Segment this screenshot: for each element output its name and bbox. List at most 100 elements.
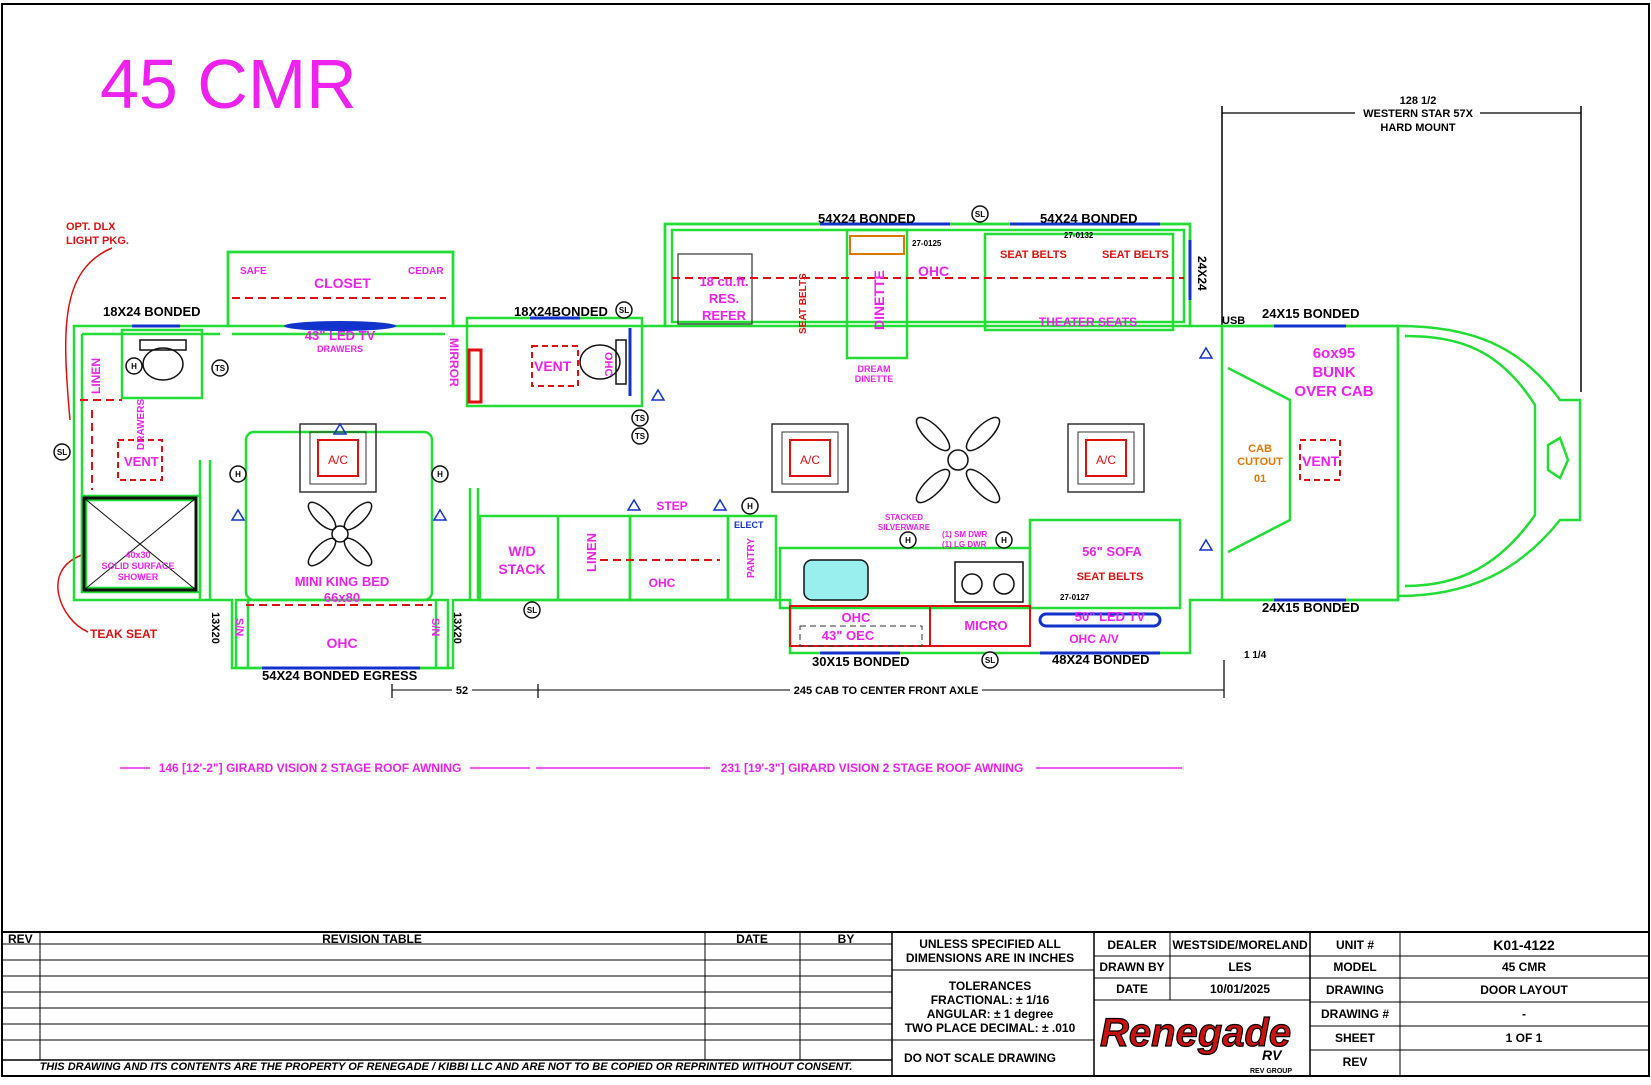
ac-unit-mid: A/C — [771, 423, 849, 493]
awning-rear: 146 [12'-2"] GIRARD VISION 2 STAGE ROOF … — [159, 761, 462, 775]
ac-unit-bedroom: A/C — [299, 423, 377, 493]
drawing-title: 45 CMR — [100, 45, 357, 123]
label-linen-left: LINEN — [89, 358, 103, 394]
opt-light-leader — [65, 247, 113, 421]
brand-logo-text: Renegade — [1100, 1011, 1291, 1055]
svg-text:SL: SL — [975, 210, 985, 219]
svg-text:H: H — [437, 470, 443, 479]
label-theater-seats: THEATER SEATS — [1039, 315, 1137, 329]
label-bunk-2: BUNK — [1312, 364, 1355, 381]
triangle-icon — [230, 508, 246, 521]
ts-symbol: TS — [631, 427, 649, 445]
label-seat-belts-vertical: SEAT BELTS — [798, 273, 809, 334]
tb-dealer-label: DEALER — [1107, 938, 1157, 952]
ac-unit-front: A/C — [1067, 423, 1145, 493]
triangle-icon — [712, 498, 728, 511]
label-vent-front: VENT — [1302, 453, 1340, 469]
triangle-icon — [1198, 538, 1214, 551]
svg-text:H: H — [1001, 536, 1007, 545]
label-linen-mid: LINEN — [584, 533, 599, 572]
label-dream-2: DINETTE — [855, 374, 894, 384]
ac-label-front: A/C — [1096, 453, 1116, 467]
bottom-dimensions: 52 245 CAB TO CENTER FRONT AXLE 146 [12'… — [120, 660, 1225, 775]
label-sofa-belts: SEAT BELTS — [1077, 571, 1144, 583]
triangle-icon — [626, 498, 642, 511]
tb-sheet: 1 OF 1 — [1506, 1031, 1543, 1045]
label-code-1: 27-0125 — [912, 239, 942, 248]
svg-text:SL: SL — [57, 448, 67, 457]
sheet-border — [1, 3, 1650, 1077]
toilet-icon-mid — [579, 339, 627, 385]
label-micro: MICRO — [964, 618, 1007, 633]
bedroom-fan-icon — [307, 501, 373, 567]
sl-symbol: SL — [523, 601, 541, 619]
label-usb: USB — [1222, 315, 1245, 327]
label-drawer-1: (1) SM DWR — [942, 530, 988, 539]
callouts: OPT. DLX LIGHT PKG. TEAK SEAT — [57, 221, 158, 641]
dim-245: 245 CAB TO CENTER FRONT AXLE — [794, 685, 979, 697]
cooktop — [954, 561, 1024, 603]
label-top-bonded-2: 54X24 BONDED — [1040, 211, 1138, 226]
hitch-dimension: 128 1/2 WESTERN STAR 57X HARD MOUNT — [1221, 95, 1582, 392]
tb-dealer: WESTSIDE/MORELAND — [1172, 938, 1308, 952]
label-bottom-bonded-1: 30X15 BONDED — [812, 654, 910, 669]
label-left-bonded: 18X24 BONDED — [103, 304, 201, 319]
tb-date-header: DATE — [736, 932, 768, 946]
ac-units: A/C A/C A/C — [299, 423, 1145, 493]
label-mid-bonded: 18X24BONDED — [514, 304, 608, 319]
tb-fractional: FRACTIONAL: ± 1/16 — [931, 993, 1050, 1007]
label-tv-50: 50" LED TV — [1075, 609, 1146, 624]
ceiling-fan-icon — [915, 416, 1001, 504]
label-13x20-right: 13X20 — [451, 612, 463, 644]
label-egress: 54X24 BONDED EGRESS — [262, 668, 418, 683]
label-sofa: 56" SOFA — [1082, 544, 1142, 559]
label-ohc-kitchen: OHC — [842, 610, 872, 625]
h-symbol: H — [741, 497, 759, 515]
tb-drawn-by: LES — [1228, 960, 1251, 974]
label-closet: CLOSET — [314, 275, 371, 291]
hitch-dim-value: 128 1/2 — [1400, 95, 1437, 107]
opt-light-callout-2: LIGHT PKG. — [66, 235, 129, 247]
label-vent-bath: VENT — [534, 358, 572, 374]
label-dinette: DINETTE — [871, 270, 887, 330]
svg-text:SL: SL — [527, 606, 537, 615]
ohc-lines — [80, 277, 1184, 606]
label-stacked-1: STACKED — [885, 513, 923, 522]
label-cedar: CEDAR — [408, 266, 444, 277]
sl-symbol: SL — [53, 443, 71, 461]
tb-do-not-scale: DO NOT SCALE DRAWING — [904, 1051, 1056, 1065]
label-tv-43: 43" LED TV — [305, 328, 376, 343]
tb-date-label: DATE — [1116, 982, 1148, 996]
label-cab-3: 01 — [1254, 473, 1266, 485]
sl-symbol: SL — [971, 205, 989, 223]
hitch-dim-line2: HARD MOUNT — [1380, 122, 1455, 134]
brand-group: REV GROUP — [1250, 1068, 1292, 1075]
tb-by-header: BY — [838, 932, 855, 946]
label-ohc-top: OHC — [918, 263, 949, 279]
tb-revision-table: REVISION TABLE — [322, 932, 422, 946]
svg-text:TS: TS — [635, 432, 646, 441]
label-cab-2: CUTOUT — [1237, 456, 1283, 468]
tb-rev-label: REV — [1343, 1055, 1368, 1069]
label-oec: 43" OEC — [822, 628, 875, 643]
label-ohc-mid: OHC — [649, 576, 676, 590]
toilet-icon — [139, 339, 187, 381]
tb-drawing-num: - — [1522, 1007, 1526, 1021]
label-code-3: 27-0127 — [1060, 593, 1090, 602]
tb-two-place: TWO PLACE DECIMAL: ± .010 — [905, 1021, 1076, 1035]
tb-rev-header: REV — [8, 932, 33, 946]
label-sn-right: S/N — [429, 618, 441, 636]
label-top-bonded-1: 54X24 BONDED — [818, 211, 916, 226]
h-symbol: H — [899, 531, 917, 549]
label-bottom-bonded-2: 48X24 BONDED — [1052, 652, 1150, 667]
label-pantry: PANTRY — [746, 538, 757, 578]
bonded-windows — [132, 222, 1346, 670]
label-13x20-left: 13X20 — [209, 612, 221, 644]
title-block — [2, 931, 1649, 1076]
shower — [82, 496, 198, 592]
awning-front: 231 [19'-3"] GIRARD VISION 2 STAGE ROOF … — [721, 761, 1024, 775]
sl-symbol: SL — [615, 301, 633, 319]
label-stacked-2: SILVERWARE — [878, 523, 931, 532]
opt-light-callout-1: OPT. DLX — [66, 221, 116, 233]
label-mirror: MIRROR — [447, 338, 461, 387]
